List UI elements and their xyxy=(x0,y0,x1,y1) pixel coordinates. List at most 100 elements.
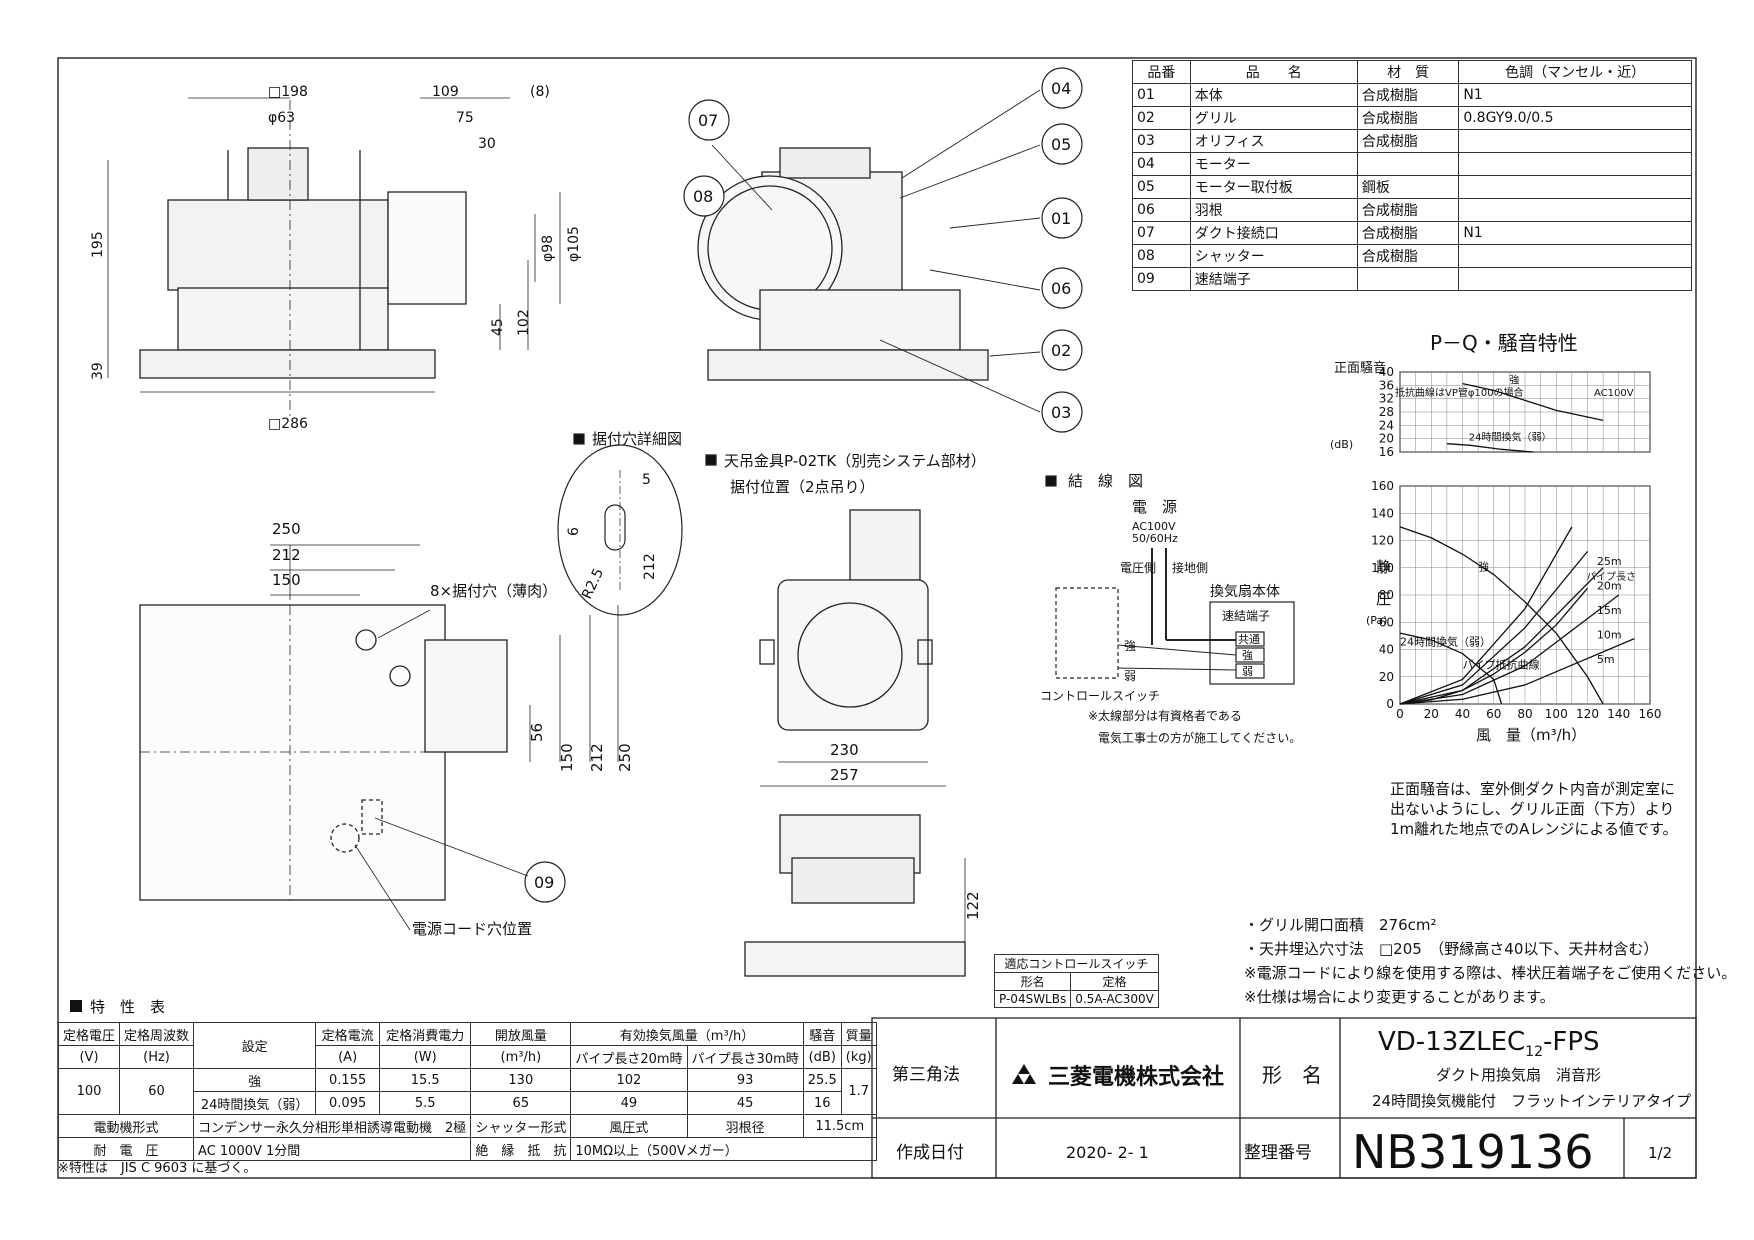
wiring-terminal: 速結端子 xyxy=(1222,609,1270,623)
wiring-strong: 強 xyxy=(1124,639,1136,653)
y-tick-label: 120 xyxy=(1371,534,1394,548)
char-cell: 49 xyxy=(570,1091,688,1115)
switch-table: 適応コントロールスイッチ 形名 定格 P-04SWLBs 0.5A-AC300V xyxy=(993,954,1159,1008)
char-u-hz: (Hz) xyxy=(119,1045,195,1069)
model-number: VD-13ZLEC12-FPS xyxy=(1378,1027,1600,1060)
hole-dim-5: 5 xyxy=(642,472,651,488)
x-tick-label: 80 xyxy=(1517,707,1532,721)
char-insul-label: 絶 縁 抵 抗 xyxy=(470,1137,572,1161)
hole-dim-r25: R2.5 xyxy=(579,566,607,602)
curve-label: 25m xyxy=(1597,555,1622,568)
parts-header: 品番 xyxy=(1132,60,1191,84)
parts-cell: 02 xyxy=(1132,106,1191,130)
pq-yunit: (Pa) xyxy=(1366,614,1387,627)
y-tick-label: 16 xyxy=(1379,445,1394,459)
chart-title: P－Q・騒音特性 xyxy=(1430,331,1578,355)
parts-cell: 合成樹脂 xyxy=(1356,83,1460,107)
wiring-term-strong: 強 xyxy=(1242,649,1253,662)
char-cell: 強 xyxy=(193,1068,317,1092)
parts-header: 色調（マンセル・近） xyxy=(1458,60,1692,84)
front-dim-230: 230 xyxy=(830,741,859,759)
callout-09: 09 xyxy=(534,873,554,892)
char-cell: 0.095 xyxy=(315,1091,381,1115)
parts-header-row: 品番 品 名 材 質 色調（マンセル・近） xyxy=(1132,60,1692,84)
char-freq: 60 xyxy=(119,1068,195,1115)
parts-cell: グリル xyxy=(1189,106,1358,130)
plan-dim-56: 56 xyxy=(528,723,546,742)
char-h-mass: 質量 xyxy=(840,1022,877,1046)
section-marker xyxy=(70,1000,82,1012)
curve-label: 15m xyxy=(1597,604,1622,617)
parts-cell: 05 xyxy=(1132,175,1191,199)
char-u-w: (W) xyxy=(379,1045,472,1069)
parts-cell: 01 xyxy=(1132,83,1191,107)
parts-cell xyxy=(1458,267,1692,291)
char-u-a: (A) xyxy=(315,1045,381,1069)
curve-label: パイプ抵抗曲線 xyxy=(1463,658,1540,672)
wiring-term-weak: 弱 xyxy=(1242,665,1253,678)
parts-cell: 08 xyxy=(1132,244,1191,268)
char-shutter-label: シャッター形式 xyxy=(470,1114,572,1138)
callout-06: 06 xyxy=(1051,279,1071,298)
series-line xyxy=(1399,638,1635,705)
series-label: 24時間換気（弱） xyxy=(1469,430,1552,443)
noise-note-3: 1m離れた地点でのAレンジによる値です。 xyxy=(1390,820,1677,838)
char-sub-20m: パイプ長さ20m時 xyxy=(570,1045,688,1069)
projection-label: 第三角法 xyxy=(892,1065,960,1085)
wiring-voltage: AC100V xyxy=(1132,520,1176,533)
series-line xyxy=(1399,567,1604,705)
char-h-power: 定格消費電力 xyxy=(379,1022,472,1046)
x-tick-label: 20 xyxy=(1424,707,1439,721)
y-tick-label: 28 xyxy=(1379,405,1394,419)
front-dim-257: 257 xyxy=(830,766,859,784)
parts-cell: 0.8GY9.0/0.5 xyxy=(1458,106,1692,130)
char-cell: 25.5 xyxy=(802,1068,842,1092)
characteristics-title: 特 性 表 xyxy=(90,998,165,1016)
callout-05: 05 xyxy=(1051,135,1071,154)
x-tick-label: 120 xyxy=(1576,707,1599,721)
plan-dim-250: 250 xyxy=(272,520,301,538)
series-line xyxy=(1399,526,1573,705)
dim-phi105: φ105 xyxy=(566,226,582,262)
wiring-title: 結 線 図 xyxy=(1068,472,1143,490)
series-line xyxy=(1446,443,1533,453)
characteristics-table: 定格電圧 定格周波数 設定 定格電流 定格消費電力 開放風量 有効換気風量（m³… xyxy=(57,1022,877,1161)
dim-8: (8) xyxy=(530,84,550,100)
y-tick-label: 60 xyxy=(1379,615,1394,629)
noise-note-2: 出ないようにし、グリル正面（下方）より xyxy=(1390,800,1674,818)
parts-cell xyxy=(1458,175,1692,199)
series-line xyxy=(1399,594,1620,705)
x-tick-label: 0 xyxy=(1396,707,1404,721)
parts-cell: 07 xyxy=(1132,221,1191,245)
series-label: 強 xyxy=(1509,374,1519,387)
switch-h-model: 形名 xyxy=(993,972,1072,991)
char-h-current: 定格電流 xyxy=(315,1022,381,1046)
char-cell: 65 xyxy=(470,1091,572,1115)
x-tick-label: 60 xyxy=(1486,707,1501,721)
y-tick-label: 140 xyxy=(1371,506,1394,520)
dim-102: 102 xyxy=(516,309,532,336)
switch-h-rating: 定格 xyxy=(1070,972,1159,991)
char-insul: 10MΩ以上（500Vメガー） xyxy=(570,1137,877,1161)
wiring-power: 電 源 xyxy=(1132,498,1177,516)
wiring-weak: 弱 xyxy=(1124,669,1136,683)
cord-hole-label: 電源コード穴位置 xyxy=(412,920,532,938)
parts-cell: 合成樹脂 xyxy=(1356,198,1460,222)
char-u-v: (V) xyxy=(57,1045,121,1069)
series-line xyxy=(1399,550,1589,705)
y-tick-label: 160 xyxy=(1371,479,1394,493)
callout-08: 08 xyxy=(693,187,713,206)
char-u-kg: (kg) xyxy=(840,1045,877,1069)
char-u-m3h: (m³/h) xyxy=(470,1045,572,1069)
char-u-db: (dB) xyxy=(802,1045,842,1069)
x-tick-label: 100 xyxy=(1545,707,1568,721)
parts-header: 品 名 xyxy=(1189,60,1358,84)
dim-30: 30 xyxy=(478,136,496,152)
parts-cell: ダクト接続口 xyxy=(1189,221,1358,245)
wiring-control-switch: コントロールスイッチ xyxy=(1040,689,1160,703)
parts-cell: 速結端子 xyxy=(1189,267,1358,291)
dim-286: □286 xyxy=(268,416,308,432)
